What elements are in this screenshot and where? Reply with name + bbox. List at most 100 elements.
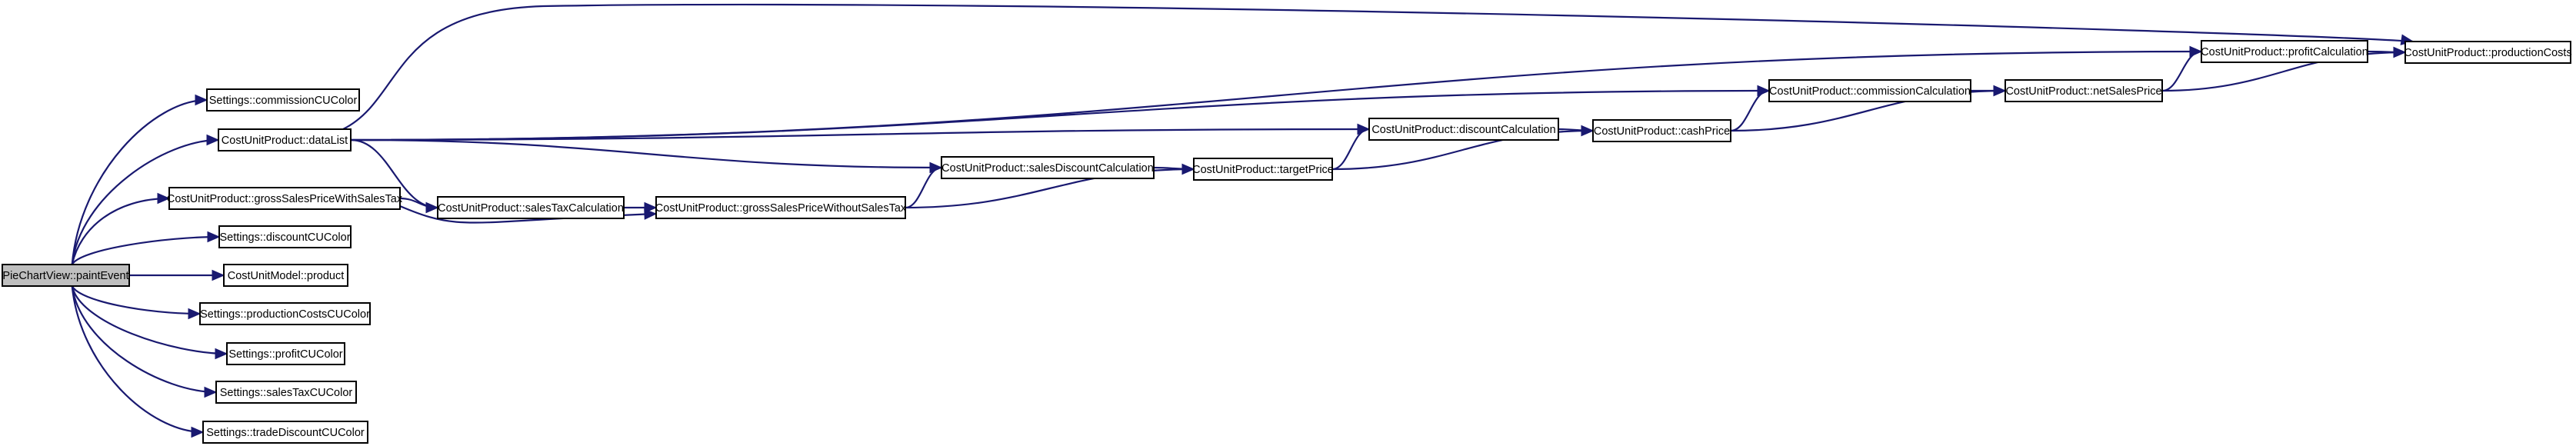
node-paint-event[interactable]: PieChartView::paintEvent (2, 264, 130, 287)
edge-arrowhead (204, 386, 218, 398)
node-cash-price[interactable]: CostUnitProduct::cashPrice (1592, 119, 1731, 142)
call-edge (71, 94, 208, 265)
edge-line (71, 98, 208, 265)
call-edge (71, 285, 218, 398)
call-edges (71, 3, 2414, 438)
node-profit-cucolor[interactable]: Settings::profitCUColor (226, 342, 345, 365)
edge-line (71, 285, 201, 315)
call-edge (1730, 85, 1771, 132)
edge-arrowhead (1181, 163, 1195, 175)
edge-line (71, 285, 217, 394)
node-box (1592, 119, 1731, 142)
node-label: CostUnitProduct::profitCalculation (2201, 46, 2368, 58)
edge-line (71, 235, 220, 265)
call-edge (1558, 125, 1595, 137)
node-box (223, 264, 348, 287)
edge-arrowhead (2393, 46, 2407, 58)
node-box (202, 421, 368, 444)
edge-line (342, 3, 2414, 130)
node-gross-sales-price-with-sales-tax[interactable]: CostUnitProduct::grossSalesPriceWithSale… (167, 187, 403, 210)
node-sales-discount-calculation[interactable]: CostUnitProduct::salesDiscountCalculatio… (941, 156, 1155, 179)
node-label: Settings::productionCostsCUColor (200, 308, 370, 321)
call-edge (342, 3, 2414, 130)
node-label: Settings::tradeDiscountCUColor (206, 427, 365, 439)
edge-arrowhead (1581, 125, 1595, 137)
node-label: CostUnitProduct::discountCalculation (1371, 124, 1555, 136)
edge-line (71, 285, 204, 434)
call-edge (2367, 46, 2407, 58)
node-label: Settings::commissionCUColor (209, 95, 358, 107)
call-edge (350, 138, 943, 174)
node-gross-sales-price-without-sales-tax[interactable]: CostUnitProduct::grossSalesPriceWithoutS… (655, 196, 907, 219)
node-label: CostUnitProduct::targetPrice (1192, 164, 1334, 176)
edge-line (350, 138, 942, 169)
call-edge (399, 197, 439, 214)
edge-arrowhead (2189, 45, 2203, 58)
node-box (215, 381, 357, 404)
call-edge (71, 285, 205, 438)
node-production-costs-cucolor[interactable]: Settings::productionCostsCUColor (199, 302, 371, 325)
node-label: CostUnitProduct::dataList (222, 135, 348, 147)
node-trade-discount-cucolor[interactable]: Settings::tradeDiscountCUColor (202, 421, 368, 444)
node-box (2201, 40, 2368, 63)
node-box (206, 88, 360, 112)
edge-line (350, 128, 1370, 141)
node-box (1768, 79, 1971, 102)
edge-arrowhead (215, 348, 228, 360)
node-label: CostUnitProduct::grossSalesPriceWithoutS… (655, 202, 907, 215)
edge-arrowhead (212, 269, 225, 281)
node-box (199, 302, 371, 325)
node-discount-cucolor[interactable]: Settings::discountCUColor (218, 225, 352, 248)
node-sales-tax-calculation[interactable]: CostUnitProduct::salesTaxCalculation (437, 196, 625, 219)
node-label: Settings::discountCUColor (219, 231, 350, 244)
call-edge (1331, 123, 1371, 171)
node-box (2, 264, 130, 287)
edge-line (350, 89, 1770, 141)
call-edge (129, 269, 225, 281)
node-commission-cucolor[interactable]: Settings::commissionCUColor (206, 88, 360, 112)
edge-line (71, 197, 170, 265)
edge-arrowhead (188, 308, 202, 320)
node-label: CostUnitProduct::netSalesPrice (2005, 85, 2161, 98)
node-box (2404, 41, 2571, 64)
call-edge (1153, 163, 1195, 175)
edge-arrowhead (425, 201, 439, 214)
node-discount-calculation[interactable]: CostUnitProduct::discountCalculation (1368, 118, 1559, 141)
node-box (1368, 118, 1559, 141)
node-net-sales-price[interactable]: CostUnitProduct::netSalesPrice (2004, 79, 2163, 102)
node-box (941, 156, 1155, 179)
node-sales-tax-cucolor[interactable]: Settings::salesTaxCUColor (215, 381, 357, 404)
node-label: CostUnitProduct::salesDiscountCalculatio… (941, 162, 1154, 175)
edge-arrowhead (1757, 85, 1771, 97)
node-label: CostUnitProduct::salesTaxCalculation (438, 202, 624, 215)
node-label: CostUnitProduct::cashPrice (1594, 125, 1730, 138)
node-label: Settings::profitCUColor (228, 348, 342, 361)
node-label: CostUnitProduct::productionCosts (2404, 47, 2571, 59)
edge-line (71, 138, 219, 265)
function-nodes: PieChartView::paintEvent Settings::commis… (2, 40, 2572, 444)
node-label: PieChartView::paintEvent (2, 270, 128, 282)
call-edge (624, 201, 658, 214)
call-edge (71, 285, 228, 360)
node-box (655, 196, 906, 219)
node-data-list[interactable]: CostUnitProduct::dataList (218, 128, 352, 151)
edge-arrowhead (191, 426, 205, 438)
node-box (168, 187, 401, 210)
edge-arrowhead (644, 201, 658, 214)
edge-arrowhead (929, 161, 943, 174)
node-production-costs[interactable]: CostUnitProduct::productionCosts (2404, 41, 2572, 64)
edge-line (1730, 89, 1770, 132)
edge-arrowhead (157, 192, 171, 205)
node-box (437, 196, 625, 219)
edge-arrowhead (195, 94, 208, 106)
edge-arrowhead (1357, 123, 1371, 135)
node-target-price[interactable]: CostUnitProduct::targetPrice (1192, 158, 1334, 181)
node-box (218, 225, 352, 248)
call-edge (71, 192, 171, 265)
node-product[interactable]: CostUnitModel::product (223, 264, 348, 287)
node-profit-calculation[interactable]: CostUnitProduct::profitCalculation (2201, 40, 2368, 63)
edge-line (71, 285, 228, 355)
node-commission-calculation[interactable]: CostUnitProduct::commissionCalculation (1768, 79, 1971, 102)
call-edge (905, 161, 943, 209)
call-edge (71, 134, 220, 265)
